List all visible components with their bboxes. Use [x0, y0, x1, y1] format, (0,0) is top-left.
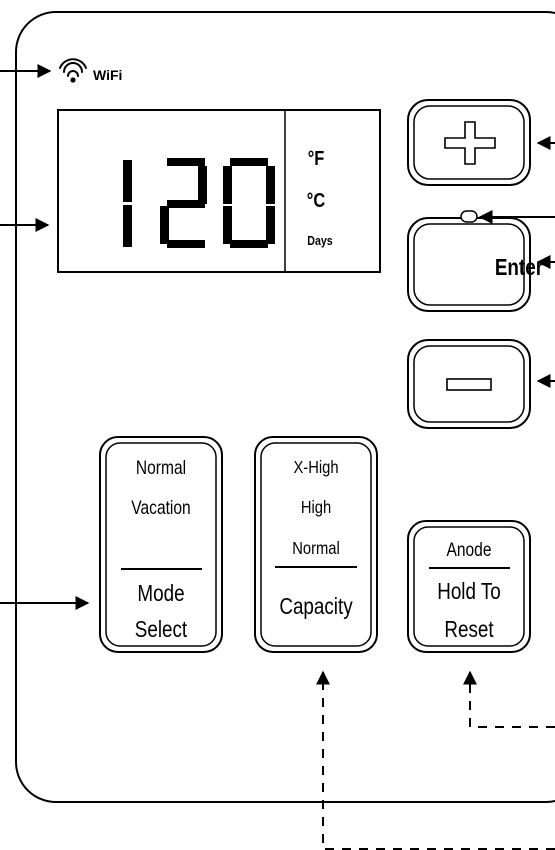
capacity-title: Capacity [279, 594, 353, 619]
mode-option-normal: Normal [136, 457, 186, 479]
capacity-option-high: High [301, 498, 331, 518]
unit-celsius: °C [307, 188, 325, 211]
unit-fahrenheit: °F [308, 146, 325, 169]
capacity-option-xhigh: X-High [293, 458, 338, 478]
led-icon [460, 210, 478, 223]
wifi-icon [59, 58, 87, 83]
unit-days: Days [307, 233, 333, 248]
mode-title-line1: Mode [137, 581, 184, 606]
anode-reset-button[interactable] [407, 520, 531, 653]
capacity-option-normal: Normal [292, 539, 340, 559]
anode-title-line2: Reset [444, 617, 493, 642]
display-digits [123, 158, 275, 248]
plus-icon [444, 121, 496, 165]
minus-icon [446, 378, 492, 391]
anode-title-line1: Hold To [437, 579, 501, 604]
plus-button[interactable] [407, 99, 531, 186]
mode-option-vacation: Vacation [131, 497, 190, 519]
mode-select-button[interactable] [99, 436, 223, 653]
anode-callout-arrow [463, 670, 555, 728]
wifi-label: WiFi [93, 67, 122, 83]
enter-label: Enter [495, 255, 543, 280]
mode-title-line2: Select [135, 617, 188, 642]
display-screen [57, 109, 381, 273]
capacity-button[interactable] [254, 436, 378, 653]
anode-option: Anode [446, 539, 491, 561]
